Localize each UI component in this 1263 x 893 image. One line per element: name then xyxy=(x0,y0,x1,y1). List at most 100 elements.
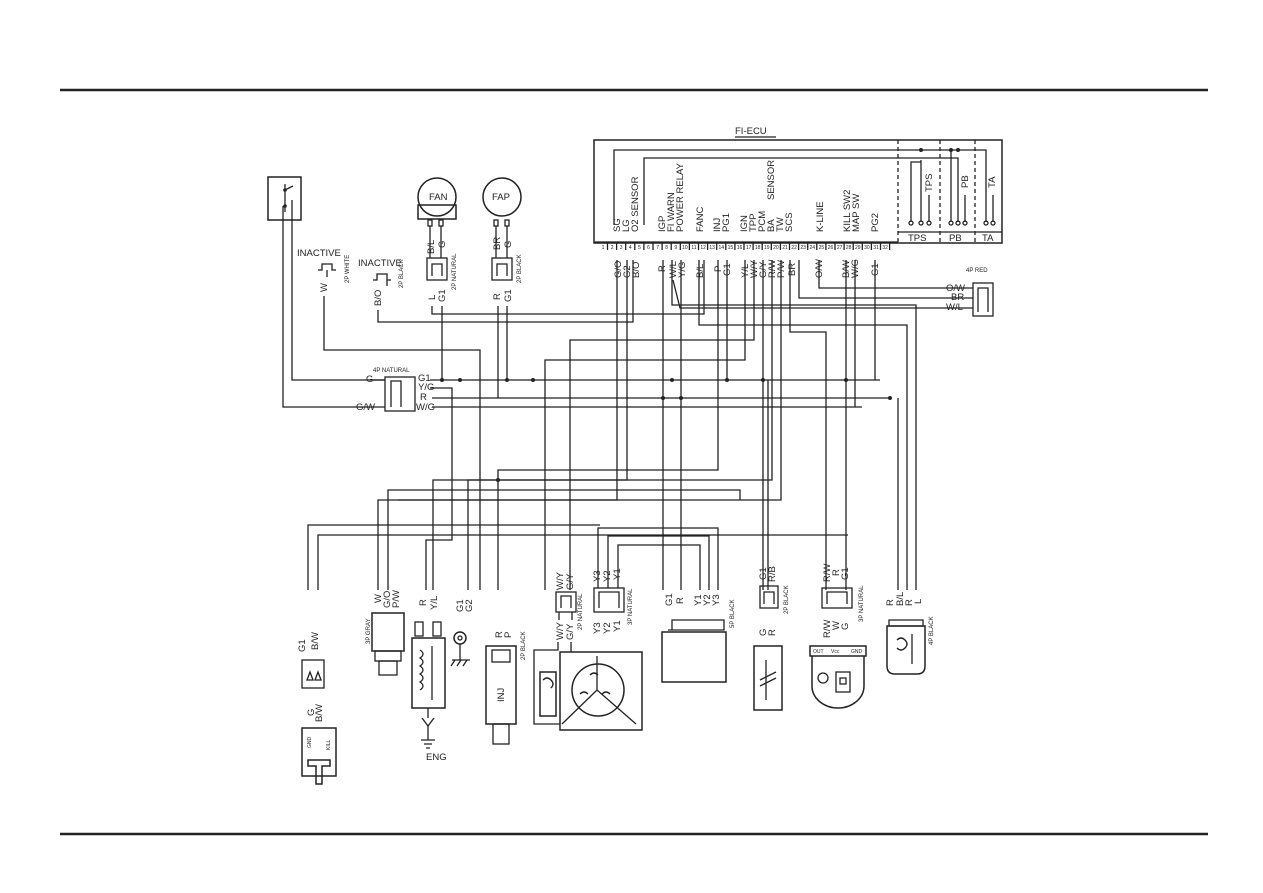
wire-label: G/O xyxy=(382,591,393,608)
wire-label: Y1 xyxy=(693,594,704,606)
ecu-pin-number: 8 xyxy=(665,245,668,251)
stator-connectors: W/Y G/Y W/Y G/Y 2P NATURAL Y3 Y2 Y1 Y3 Y… xyxy=(533,568,643,731)
ecu-pin-number: 32 xyxy=(882,245,888,251)
wire-label: W/L xyxy=(668,261,679,278)
wire-label: G xyxy=(437,241,448,248)
wire-label: Y/L xyxy=(429,596,440,610)
wire-label: R/W xyxy=(822,564,833,583)
wire-label: G/Y xyxy=(565,573,576,590)
wire-label: B/O xyxy=(631,262,642,278)
ecu-pin-number: 24 xyxy=(810,245,816,251)
ecu-pin-number: 23 xyxy=(800,245,806,251)
ecu-pin-number: 19 xyxy=(764,245,770,251)
ecu-pin-number: 20 xyxy=(773,245,779,251)
ecu-terminal-label: FANC xyxy=(695,207,706,232)
pin-label: KILL xyxy=(326,739,332,750)
ecu-pin-number: 2 xyxy=(611,245,614,251)
inactive-label: INACTIVE xyxy=(297,248,341,259)
sensor-4p-black: R B/L R L 4P BLACK xyxy=(885,592,935,675)
connector-label: 2P BLACK xyxy=(784,585,790,614)
ecu-terminal-label: BA xyxy=(766,219,777,232)
pb-vert-label: PB xyxy=(960,175,971,188)
wire-label: BR xyxy=(492,237,503,250)
ecu-pin-number: 1 xyxy=(602,245,605,251)
wire-label: B/L xyxy=(426,240,437,254)
ecu-pin-number: 13 xyxy=(709,245,715,251)
o2-sensor: G1 G2 xyxy=(450,599,475,667)
ecu-terminal-label: TW xyxy=(775,217,786,232)
connector-label: 2P BLACK xyxy=(517,254,523,283)
inactive-connector-black: INACTIVE 2P BLACK B/O xyxy=(358,258,405,306)
ecu-pin-number: 16 xyxy=(737,245,743,251)
ecu-terminal-label: PG2 xyxy=(870,213,881,232)
fuel-pump: FAP BR G 2P BLACK R G1 xyxy=(482,177,523,302)
ecu-pin-number: 10 xyxy=(682,245,688,251)
connector-label: 2P WHITE xyxy=(345,255,351,283)
wire-label: Y2 xyxy=(702,594,713,606)
wire-label: W/Y xyxy=(555,571,566,590)
ecu-pin-number: 11 xyxy=(691,245,696,251)
ecu-terminal-label: PCM xyxy=(757,211,768,232)
injector: R P 2P BLACK INJ xyxy=(485,631,527,745)
ecu-terminal-label: PG1 xyxy=(721,213,732,232)
wire-label: R xyxy=(420,392,427,403)
fan-label: FAN xyxy=(429,192,448,203)
wire-label: B/O xyxy=(373,290,384,306)
ecu-terminal-label: TPP xyxy=(748,214,759,232)
ecu-terminal-label: SCS xyxy=(784,212,795,232)
wire-label: G xyxy=(503,241,514,248)
ecu-terminal-label: MAP SW xyxy=(851,194,862,232)
connector-label: 2P BLACK xyxy=(521,631,527,660)
connector-label: 3P GRAY xyxy=(366,619,372,644)
ecu-pin-number: 25 xyxy=(819,245,825,251)
connector-4p-natural: 4P NATURAL G G/W G1 Y/G R W/G xyxy=(356,368,435,413)
wire-label: R xyxy=(418,599,429,606)
wire-label: B/W xyxy=(310,632,321,650)
switch-component xyxy=(267,176,302,221)
wire-label: G1 xyxy=(455,599,466,612)
fap-label: FAP xyxy=(492,192,510,203)
wire-label: G xyxy=(758,629,769,636)
ecu-wire-labels: G/O G2 B/O R W/L Y/G B/L P G1 Y/L W/Y G/… xyxy=(613,259,881,278)
ecu-pin-number: 21 xyxy=(782,245,788,251)
wire-label: G1 xyxy=(758,567,769,580)
temp-sensor-3p-gray: W G/O P/W 3P GRAY xyxy=(366,590,405,676)
wire-label: G xyxy=(306,709,317,716)
connector-label: 2P BLACK xyxy=(399,259,405,288)
wire-label: G1 xyxy=(840,567,851,580)
connector-label: 2P NATURAL xyxy=(452,253,458,290)
wire-label: G2 xyxy=(464,599,475,612)
ecu-terminal-label: POWER RELAY xyxy=(675,162,686,232)
ecu-terminal-label: FI WARN xyxy=(666,192,677,232)
connector-label: 3P NATURAL xyxy=(859,585,865,622)
kill-switch: G1 B/W G B/W GND KILL xyxy=(297,632,337,785)
ecu-pin-number: 22 xyxy=(791,245,797,251)
ecu-terminal-label: LG xyxy=(621,219,632,232)
ta-vert-label: TA xyxy=(987,176,998,188)
ecu-pin-number: 18 xyxy=(755,245,761,251)
harness-wires xyxy=(282,200,973,590)
connector-label: 5P BLACK xyxy=(730,599,736,628)
ecu-pin-number: 31 xyxy=(873,245,879,251)
ecu-pin-number: 3 xyxy=(620,245,623,251)
ecu-pin-number: 27 xyxy=(837,245,843,251)
wire-label: W/G xyxy=(416,402,435,413)
wire-label: G1 xyxy=(297,639,308,652)
wire-label: R xyxy=(675,597,686,604)
ecu-terminal-label: O2 SENSOR xyxy=(630,176,641,232)
wire-label: R xyxy=(831,569,842,576)
wire-label: W xyxy=(319,283,330,292)
pin-label: GND xyxy=(851,649,863,655)
wire-label: Y/G xyxy=(677,262,688,278)
wire-label: B/L xyxy=(895,592,906,606)
connector-label: 3P NATURAL xyxy=(628,588,634,625)
ecu-pin-number: 9 xyxy=(674,245,677,251)
wire-label: Y/G xyxy=(418,382,434,393)
ecu-pin-number: 29 xyxy=(855,245,861,251)
ecu-pin-number: 26 xyxy=(828,245,834,251)
wire-label: G1 xyxy=(503,289,514,302)
ecu-terminal-label: SENSOR xyxy=(766,160,777,200)
ecu-terminal-label: IGN xyxy=(739,215,750,232)
